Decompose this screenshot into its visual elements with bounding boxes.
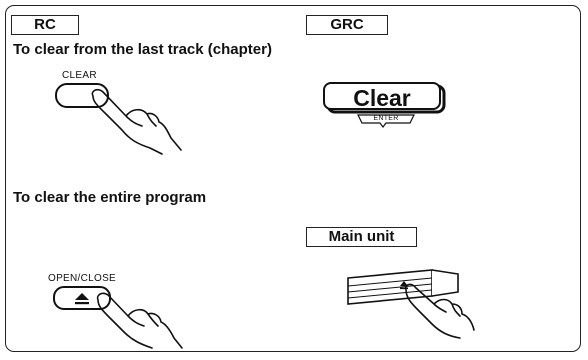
main-unit-illustration [347,269,475,339]
grc-tag: GRC [306,15,388,35]
last-track-heading: To clear from the last track (chapter) [13,41,272,58]
clear-button-label: CLEAR [62,70,97,81]
grc-clear-button-label: Clear [353,85,411,111]
rc-open-close-button-illustration [53,286,183,349]
grc-clear-button-illustration [323,82,446,128]
main-unit-tag: Main unit [306,227,417,247]
pointing-hand-icon [91,88,182,155]
eject-icon [75,293,89,305]
rc-tag: RC [11,15,79,35]
instruction-panel: RC GRC To clear from the last track (cha… [5,5,581,352]
open-close-button-label: OPEN/CLOSE [48,273,117,284]
eject-icon [400,281,408,290]
rc-clear-button [55,83,109,108]
rc-clear-button-illustration [55,83,182,155]
pointing-hand-icon [96,292,183,349]
enter-tab [357,114,415,128]
entire-program-heading: To clear the entire program [13,189,207,206]
enter-label: ENTER [373,115,399,122]
pointing-hand-icon [404,283,475,339]
